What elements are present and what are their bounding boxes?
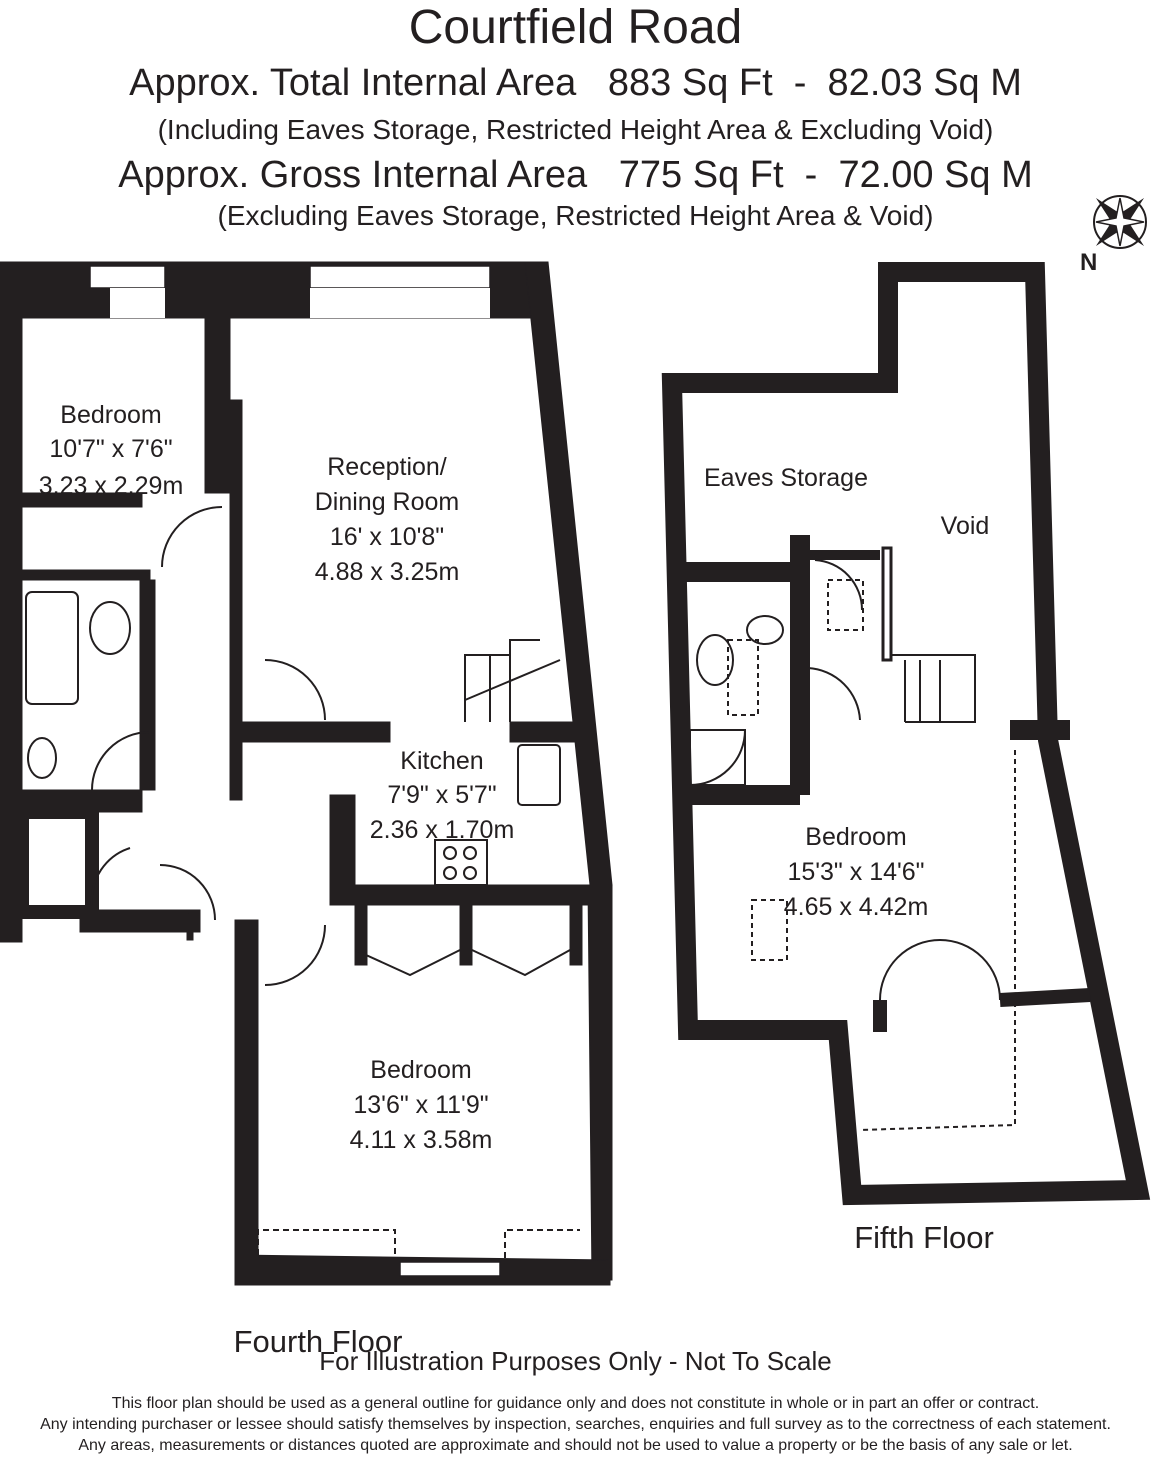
svg-text:Bedroom: Bedroom [60,401,161,429]
svg-text:4.11 x 3.58m: 4.11 x 3.58m [350,1126,493,1154]
svg-text:4.65 x 4.42m: 4.65 x 4.42m [784,893,929,921]
wall [0,261,23,943]
compass-rose-icon: N [1080,195,1147,276]
svg-text:16' x 10'8": 16' x 10'8" [330,523,444,551]
wall [21,492,143,508]
gross-area-note: (Excluding Eaves Storage, Restricted Hei… [217,200,934,231]
svg-text:Bedroom: Bedroom [370,1056,471,1084]
total-area-note: (Including Eaves Storage, Restricted Hei… [157,114,994,145]
room-bedroom-1: Bedroom 10'7" x 7'6" 3.23 x 2.29m [39,401,184,500]
entrance-arrow-icon [182,910,198,941]
fifth-floor-plan [661,262,1151,1206]
svg-text:4.88 x 3.25m: 4.88 x 3.25m [315,558,460,586]
fourth-floor-plan [0,261,613,1286]
window [399,1261,501,1277]
disclaimer-line: This floor plan should be used as a gene… [111,1395,1040,1412]
disclaimer-line: Any intending purchaser or lessee should… [40,1416,1111,1433]
room-bedroom-3: Bedroom 15'3" x 14'6" 4.65 x 4.42m [784,823,929,921]
svg-text:Reception/: Reception/ [327,453,447,481]
svg-text:Bedroom: Bedroom [805,823,906,851]
room-eaves-storage: Eaves Storage [704,464,868,492]
fifth-floor-label: Fifth Floor [854,1220,994,1255]
room-bedroom-2: Bedroom 13'6" x 11'9" 4.11 x 3.58m [350,1056,493,1154]
compass-north-label: N [1080,249,1097,276]
svg-text:7'9" x 5'7": 7'9" x 5'7" [387,781,496,809]
wall [587,884,613,1281]
wall [234,919,259,1286]
svg-text:10'7" x 7'6": 10'7" x 7'6" [49,435,172,463]
not-to-scale-note: For Illustration Purposes Only - Not To … [319,1346,832,1376]
svg-text:15'3" x 14'6": 15'3" x 14'6" [787,858,924,886]
disclaimer-line: Any areas, measurements or distances quo… [78,1437,1073,1454]
wall [204,317,231,494]
window [309,265,491,289]
fourth-floor-label: Fourth Floor [234,1324,403,1359]
svg-text:Kitchen: Kitchen [400,747,483,775]
gross-internal-area: Approx. Gross Internal Area 775 Sq Ft - … [118,154,1033,196]
room-kitchen: Kitchen 7'9" x 5'7" 2.36 x 1.70m [370,747,515,844]
svg-text:13'6" x 11'9": 13'6" x 11'9" [353,1091,488,1119]
wall [524,261,613,886]
room-void: Void [941,512,990,540]
plan-title: Courtfield Road [408,1,743,54]
svg-text:Dining Room: Dining Room [315,488,460,516]
window [89,265,166,289]
svg-text:3.23 x 2.29m: 3.23 x 2.29m [39,472,184,500]
total-internal-area: Approx. Total Internal Area 883 Sq Ft - … [129,62,1022,104]
svg-text:2.36 x 1.70m: 2.36 x 1.70m [370,816,515,844]
room-reception-dining: Reception/ Dining Room 16' x 10'8" 4.88 … [315,453,460,586]
